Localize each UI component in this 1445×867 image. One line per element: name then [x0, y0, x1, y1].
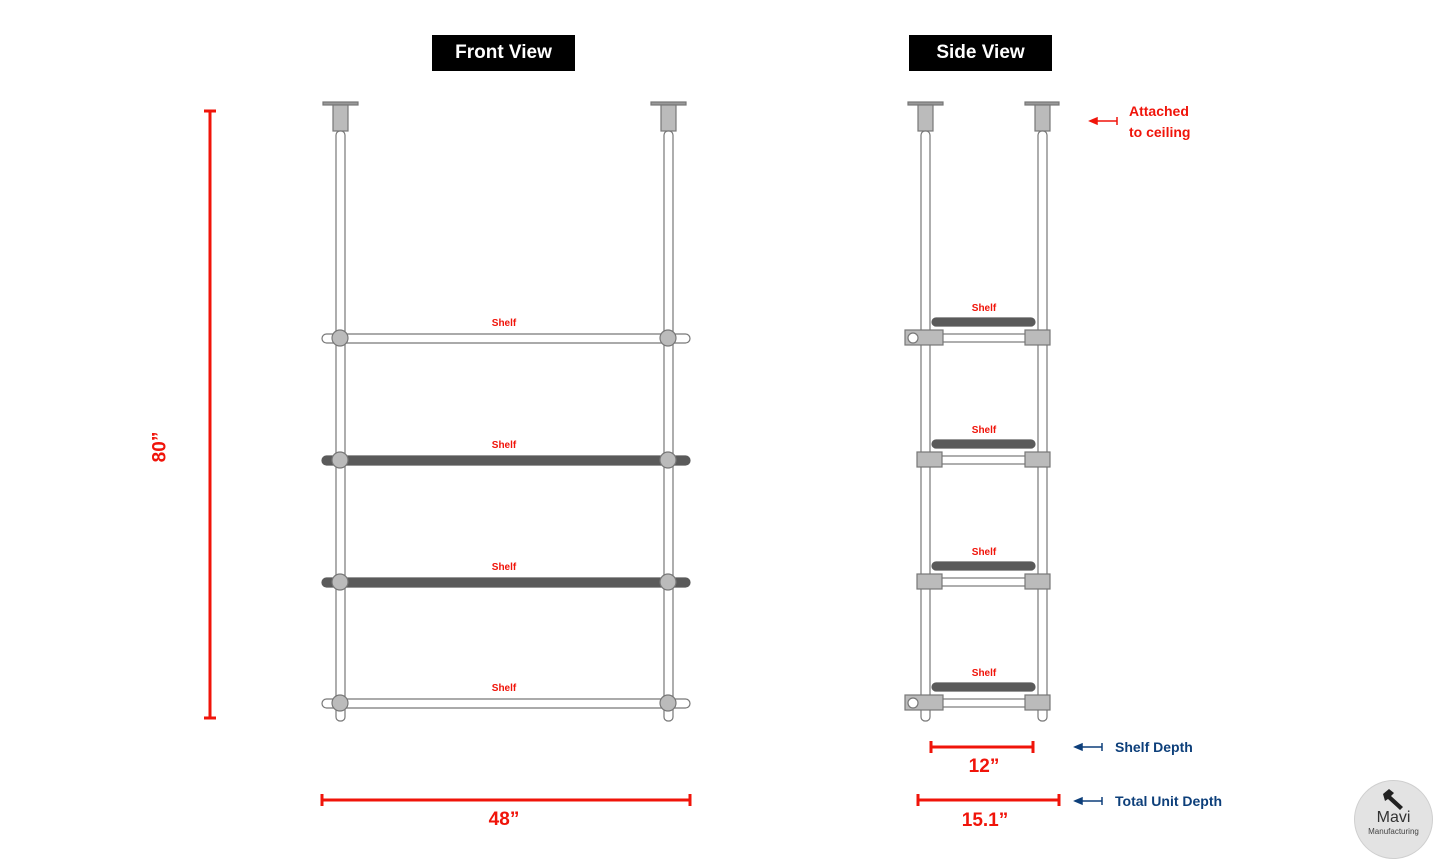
- side-view-title: Side View: [909, 35, 1052, 71]
- shelf-depth-arrow-icon: [1073, 742, 1103, 806]
- side-shelf-label: Shelf: [971, 303, 997, 314]
- shelf-depth-dimension: 12”: [968, 756, 1000, 777]
- front-dimensions: [204, 109, 692, 806]
- ceiling-annotation-line2: to ceiling: [1129, 124, 1191, 140]
- front-shelf-label: Shelf: [491, 318, 517, 329]
- front-shelf-label: Shelf: [491, 683, 517, 694]
- side-view-drawing: [904, 101, 1060, 722]
- front-view-title: Front View: [432, 35, 575, 71]
- front-shelf-label: Shelf: [491, 562, 517, 573]
- height-dimension: 80”: [149, 431, 171, 463]
- ceiling-arrow-icon: [1088, 116, 1118, 126]
- ceiling-annotation: Attached to ceiling: [1129, 101, 1190, 143]
- ceiling-annotation-line1: Attached: [1129, 103, 1189, 119]
- logo-name: Mavi: [1376, 809, 1411, 826]
- hammer-icon: [1383, 789, 1403, 810]
- logo-subtitle: Manufacturing: [1368, 827, 1419, 836]
- brand-logo: Mavi Manufacturing: [1354, 780, 1433, 859]
- total-depth-dimension: 15.1”: [961, 810, 1009, 831]
- side-shelf-label: Shelf: [971, 547, 997, 558]
- total-depth-label: Total Unit Depth: [1115, 793, 1223, 809]
- side-shelf-label: Shelf: [971, 425, 997, 436]
- shelf-depth-label: Shelf Depth: [1115, 739, 1193, 755]
- front-shelf-label: Shelf: [491, 440, 517, 451]
- side-dimensions: [916, 741, 1061, 806]
- width-dimension: 48”: [488, 809, 520, 830]
- side-shelf-label: Shelf: [971, 668, 997, 679]
- front-view-drawing: [321, 101, 691, 722]
